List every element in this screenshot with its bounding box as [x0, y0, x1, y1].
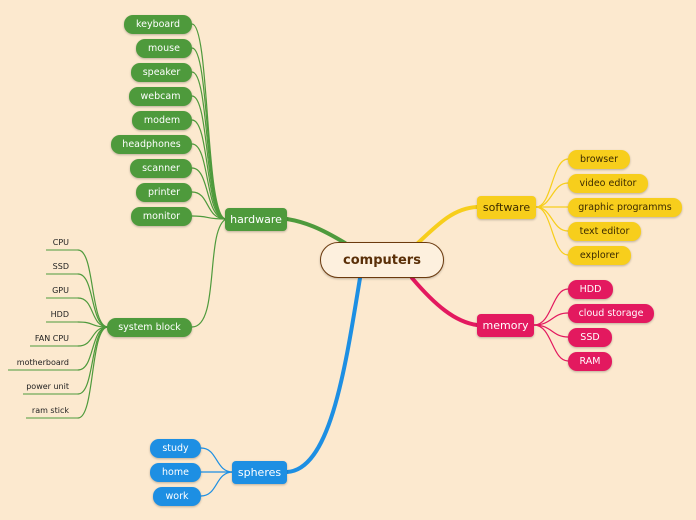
link-memory-item-1: [533, 312, 569, 326]
link-system-block-item-6: [77, 326, 109, 395]
hardware-item-printer[interactable]: printer: [136, 183, 192, 202]
link-spheres-item-2: [200, 471, 234, 497]
software-item-explorer[interactable]: explorer: [568, 246, 631, 265]
link-software-item-0: [535, 158, 569, 208]
link-system-block-item-7: [77, 326, 109, 419]
link-system-block-item-0: [77, 249, 109, 328]
topic-system-block[interactable]: system block: [107, 318, 192, 337]
link-root-memory: [410, 276, 479, 327]
link-root-spheres: [285, 276, 362, 474]
hardware-item-mouse[interactable]: mouse: [136, 39, 192, 58]
hardware-item-scanner[interactable]: scanner: [130, 159, 192, 178]
software-item-video-editor[interactable]: video editor: [568, 174, 648, 193]
system-block-item-motherboard[interactable]: motherboard: [16, 358, 69, 367]
software-item-graphic-programms[interactable]: graphic programms: [568, 198, 682, 217]
link-memory-item-2: [533, 324, 569, 338]
link-memory-item-0: [533, 288, 569, 326]
link-hardware-item-7: [191, 191, 227, 220]
topic-memory[interactable]: memory: [477, 314, 534, 337]
link-system-block-item-1: [77, 273, 109, 328]
link-spheres-item-0: [200, 447, 234, 473]
topic-hardware[interactable]: hardware: [225, 208, 287, 231]
system-block-item-fan-cpu[interactable]: FAN CPU: [34, 334, 69, 343]
link-system-block-item-2: [77, 297, 109, 328]
topic-software[interactable]: software: [477, 196, 536, 219]
link-hardware-system-block: [191, 218, 227, 328]
link-system-block-item-5: [77, 326, 109, 371]
system-block-item-cpu[interactable]: CPU: [52, 238, 69, 247]
link-software-item-4: [535, 206, 569, 256]
spheres-item-study[interactable]: study: [150, 439, 201, 458]
system-block-item-ram-stick[interactable]: ram stick: [31, 406, 69, 415]
link-software-item-1: [535, 182, 569, 208]
link-hardware-item-2: [191, 71, 227, 220]
link-hardware-item-8: [191, 215, 227, 220]
system-block-item-power-unit[interactable]: power unit: [26, 382, 69, 391]
memory-item-ssd[interactable]: SSD: [568, 328, 612, 347]
link-hardware-item-6: [191, 167, 227, 220]
system-block-item-ssd[interactable]: SSD: [52, 262, 69, 271]
link-root-software: [416, 205, 479, 245]
memory-item-ram[interactable]: RAM: [568, 352, 612, 371]
software-item-browser[interactable]: browser: [568, 150, 630, 169]
memory-item-hdd[interactable]: HDD: [568, 280, 613, 299]
system-block-item-hdd[interactable]: HDD: [50, 310, 69, 319]
spheres-item-home[interactable]: home: [150, 463, 201, 482]
memory-item-cloud-storage[interactable]: cloud storage: [568, 304, 654, 323]
topic-spheres[interactable]: spheres: [232, 461, 287, 484]
system-block-item-gpu[interactable]: GPU: [52, 286, 69, 295]
hardware-item-keyboard[interactable]: keyboard: [124, 15, 192, 34]
hardware-item-headphones[interactable]: headphones: [111, 135, 192, 154]
software-item-text-editor[interactable]: text editor: [568, 222, 641, 241]
root-topic-computers[interactable]: computers: [320, 242, 444, 278]
link-memory-item-3: [533, 324, 569, 362]
link-software-item-3: [535, 206, 569, 232]
spheres-item-work[interactable]: work: [153, 487, 201, 506]
hardware-item-modem[interactable]: modem: [132, 111, 192, 130]
link-hardware-item-5: [191, 143, 227, 220]
link-hardware-item-3: [191, 95, 227, 220]
hardware-item-webcam[interactable]: webcam: [129, 87, 192, 106]
hardware-item-speaker[interactable]: speaker: [131, 63, 192, 82]
link-hardware-item-4: [191, 119, 227, 220]
hardware-item-monitor[interactable]: monitor: [131, 207, 192, 226]
link-root-hardware: [285, 217, 347, 245]
